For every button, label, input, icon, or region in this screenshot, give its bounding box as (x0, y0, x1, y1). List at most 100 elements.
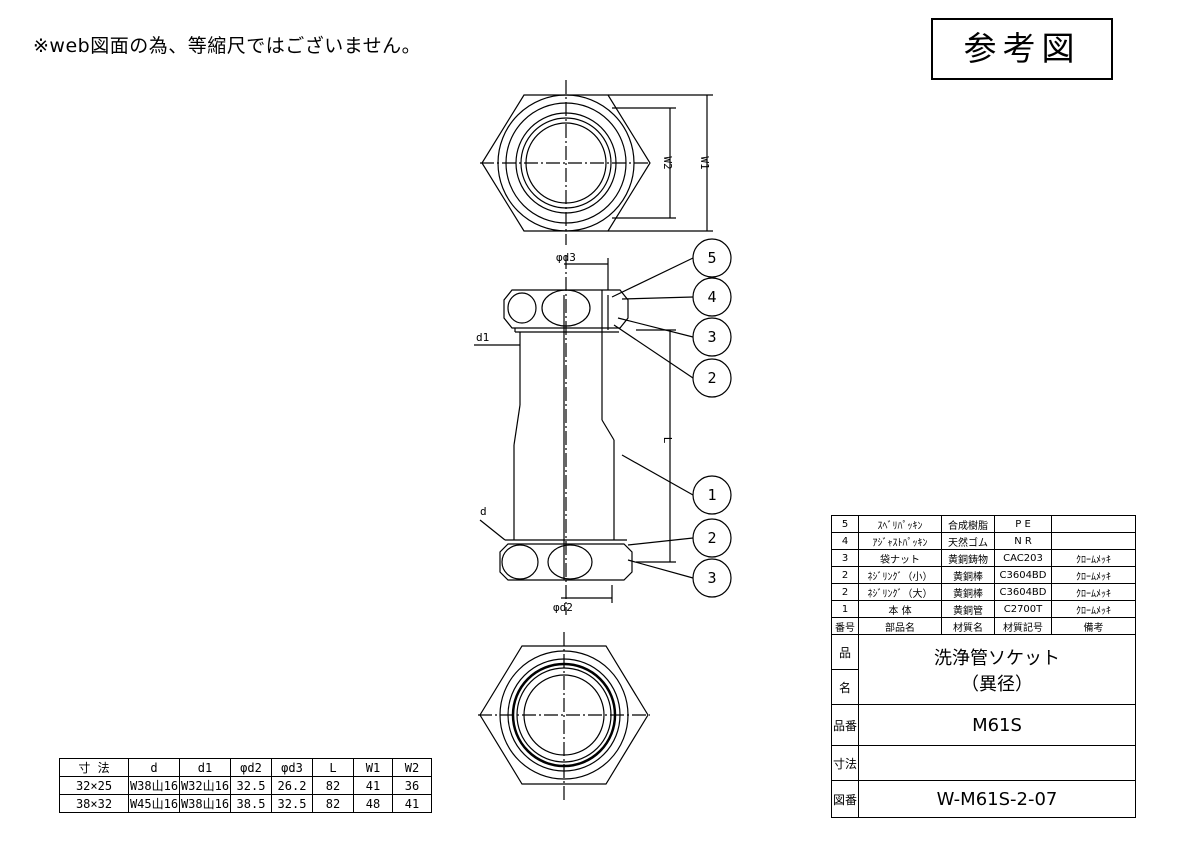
dim-w2: W2 (661, 156, 674, 169)
table-cell: 32×25 (59, 776, 129, 795)
scale-note: ※web図面の為、等縮尺ではございません。 (33, 35, 422, 57)
table-cell: 82 (312, 776, 354, 795)
side-view (474, 238, 732, 615)
part-note (1051, 532, 1136, 550)
part-code: C2700T (994, 600, 1052, 618)
product-no-label: 品番 (831, 704, 859, 746)
size-value (858, 745, 1136, 781)
header-no: 番号 (831, 617, 859, 635)
table-cell: 32.5 (230, 776, 272, 795)
dim-header-cell: d1 (179, 758, 231, 777)
bottom-view (478, 632, 650, 800)
drawing-no-row: 図番 W-M61S-2-07 (831, 780, 1136, 818)
table-cell: W38山16 (128, 776, 180, 795)
table-row: 32×25 W38山16 W32山16 32.5 26.2 82 41 36 (59, 776, 432, 795)
part-material: 黄銅棒 (941, 583, 995, 601)
table-cell: 26.2 (271, 776, 313, 795)
part-no: 3 (831, 549, 859, 567)
table-cell: 41 (353, 776, 393, 795)
part-no: 4 (831, 532, 859, 550)
dim-w1: W1 (698, 156, 711, 169)
part-name: ﾈｼﾞﾘﾝｸﾞ（大） (858, 583, 942, 601)
dim-header-cell: W1 (353, 758, 393, 777)
header-name: 部品名 (858, 617, 942, 635)
dim-d1: d1 (476, 331, 489, 344)
part-code: C3604BD (994, 566, 1052, 584)
part-no: 2 (831, 566, 859, 584)
part-material: 黄銅鋳物 (941, 549, 995, 567)
parts-row: 5 ｽﾍﾞﾘﾊﾟｯｷﾝ 合成樹脂 P E (831, 515, 1136, 533)
callout-3: 3 (707, 328, 716, 346)
callout-3b: 3 (707, 569, 716, 587)
part-material: 天然ゴム (941, 532, 995, 550)
product-name-label-bottom: 名 (831, 669, 859, 705)
part-name: 本 体 (858, 600, 942, 618)
dim-phi-d3: φd3 (556, 251, 576, 264)
part-code: N R (994, 532, 1052, 550)
part-code: C3604BD (994, 583, 1052, 601)
dim-header-cell: φd3 (271, 758, 313, 777)
parts-row: 1 本 体 黄銅管 C2700T ｸﾛｰﾑﾒｯｷ (831, 600, 1136, 618)
part-note: ｸﾛｰﾑﾒｯｷ (1051, 566, 1136, 584)
product-name-line2: （異径） (961, 673, 1033, 695)
parts-row: 2 ﾈｼﾞﾘﾝｸﾞ（小） 黄銅棒 C3604BD ｸﾛｰﾑﾒｯｷ (831, 566, 1136, 584)
part-note: ｸﾛｰﾑﾒｯｷ (1051, 583, 1136, 601)
parts-row: 4 ｱｼﾞｬｽﾄﾊﾟｯｷﾝ 天然ゴム N R (831, 532, 1136, 550)
part-name: 袋ナット (858, 549, 942, 567)
drawing-no: W-M61S-2-07 (858, 780, 1136, 818)
part-name: ﾈｼﾞﾘﾝｸﾞ（小） (858, 566, 942, 584)
part-note: ｸﾛｰﾑﾒｯｷ (1051, 549, 1136, 567)
size-row: 寸法 (831, 745, 1136, 781)
parts-row: 3 袋ナット 黄銅鋳物 CAC203 ｸﾛｰﾑﾒｯｷ (831, 549, 1136, 567)
dimension-table-header: 寸 法 d d1 φd2 φd3 L W1 W2 (59, 758, 432, 777)
header-note: 備考 (1051, 617, 1136, 635)
dim-header-cell: d (128, 758, 180, 777)
part-note (1051, 515, 1136, 533)
table-cell: W38山16 (179, 794, 231, 813)
table-cell: 82 (312, 794, 354, 813)
part-material: 黄銅棒 (941, 566, 995, 584)
part-code: P E (994, 515, 1052, 533)
table-cell: 32.5 (271, 794, 313, 813)
dim-header-cell: 寸 法 (59, 758, 129, 777)
parts-row: 2 ﾈｼﾞﾘﾝｸﾞ（大） 黄銅棒 C3604BD ｸﾛｰﾑﾒｯｷ (831, 583, 1136, 601)
product-no-row: 品番 M61S (831, 704, 1136, 746)
callout-2: 2 (707, 369, 716, 387)
reference-drawing-label: 参考図 (931, 18, 1113, 80)
part-no: 1 (831, 600, 859, 618)
dim-header-cell: W2 (392, 758, 432, 777)
header-code: 材質記号 (994, 617, 1052, 635)
part-name: ｱｼﾞｬｽﾄﾊﾟｯｷﾝ (858, 532, 942, 550)
callout-2b: 2 (707, 529, 716, 547)
part-no: 5 (831, 515, 859, 533)
parts-table: 5 ｽﾍﾞﾘﾊﾟｯｷﾝ 合成樹脂 P E 4 ｱｼﾞｬｽﾄﾊﾟｯｷﾝ 天然ゴム … (831, 515, 1136, 818)
callout-4: 4 (707, 288, 716, 306)
part-name: ｽﾍﾞﾘﾊﾟｯｷﾝ (858, 515, 942, 533)
product-no: M61S (858, 704, 1136, 746)
table-cell: 36 (392, 776, 432, 795)
part-no: 2 (831, 583, 859, 601)
part-code: CAC203 (994, 549, 1052, 567)
dim-phi-d2: φd2 (553, 601, 573, 614)
dim-L: L (661, 437, 674, 444)
part-note: ｸﾛｰﾑﾒｯｷ (1051, 600, 1136, 618)
table-row: 38×32 W45山16 W38山16 38.5 32.5 82 48 41 (59, 794, 432, 813)
table-cell: 38.5 (230, 794, 272, 813)
table-cell: 38×32 (59, 794, 129, 813)
table-cell: 48 (353, 794, 393, 813)
callout-5: 5 (707, 249, 716, 267)
table-cell: W32山16 (179, 776, 231, 795)
product-name-line1: 洗浄管ソケット (934, 647, 1060, 669)
header-material: 材質名 (941, 617, 995, 635)
callout-1: 1 (707, 486, 716, 504)
table-cell: 41 (392, 794, 432, 813)
parts-header-row: 番号 部品名 材質名 材質記号 備考 (831, 617, 1136, 635)
dim-header-cell: L (312, 758, 354, 777)
part-material: 合成樹脂 (941, 515, 995, 533)
dimension-table: 寸 法 d d1 φd2 φd3 L W1 W2 32×25 W38山16 W3… (59, 758, 432, 813)
table-cell: W45山16 (128, 794, 180, 813)
product-name-row: 品 洗浄管ソケット （異径） (831, 634, 1136, 705)
product-name: 洗浄管ソケット （異径） (858, 634, 1136, 705)
dim-header-cell: φd2 (230, 758, 272, 777)
